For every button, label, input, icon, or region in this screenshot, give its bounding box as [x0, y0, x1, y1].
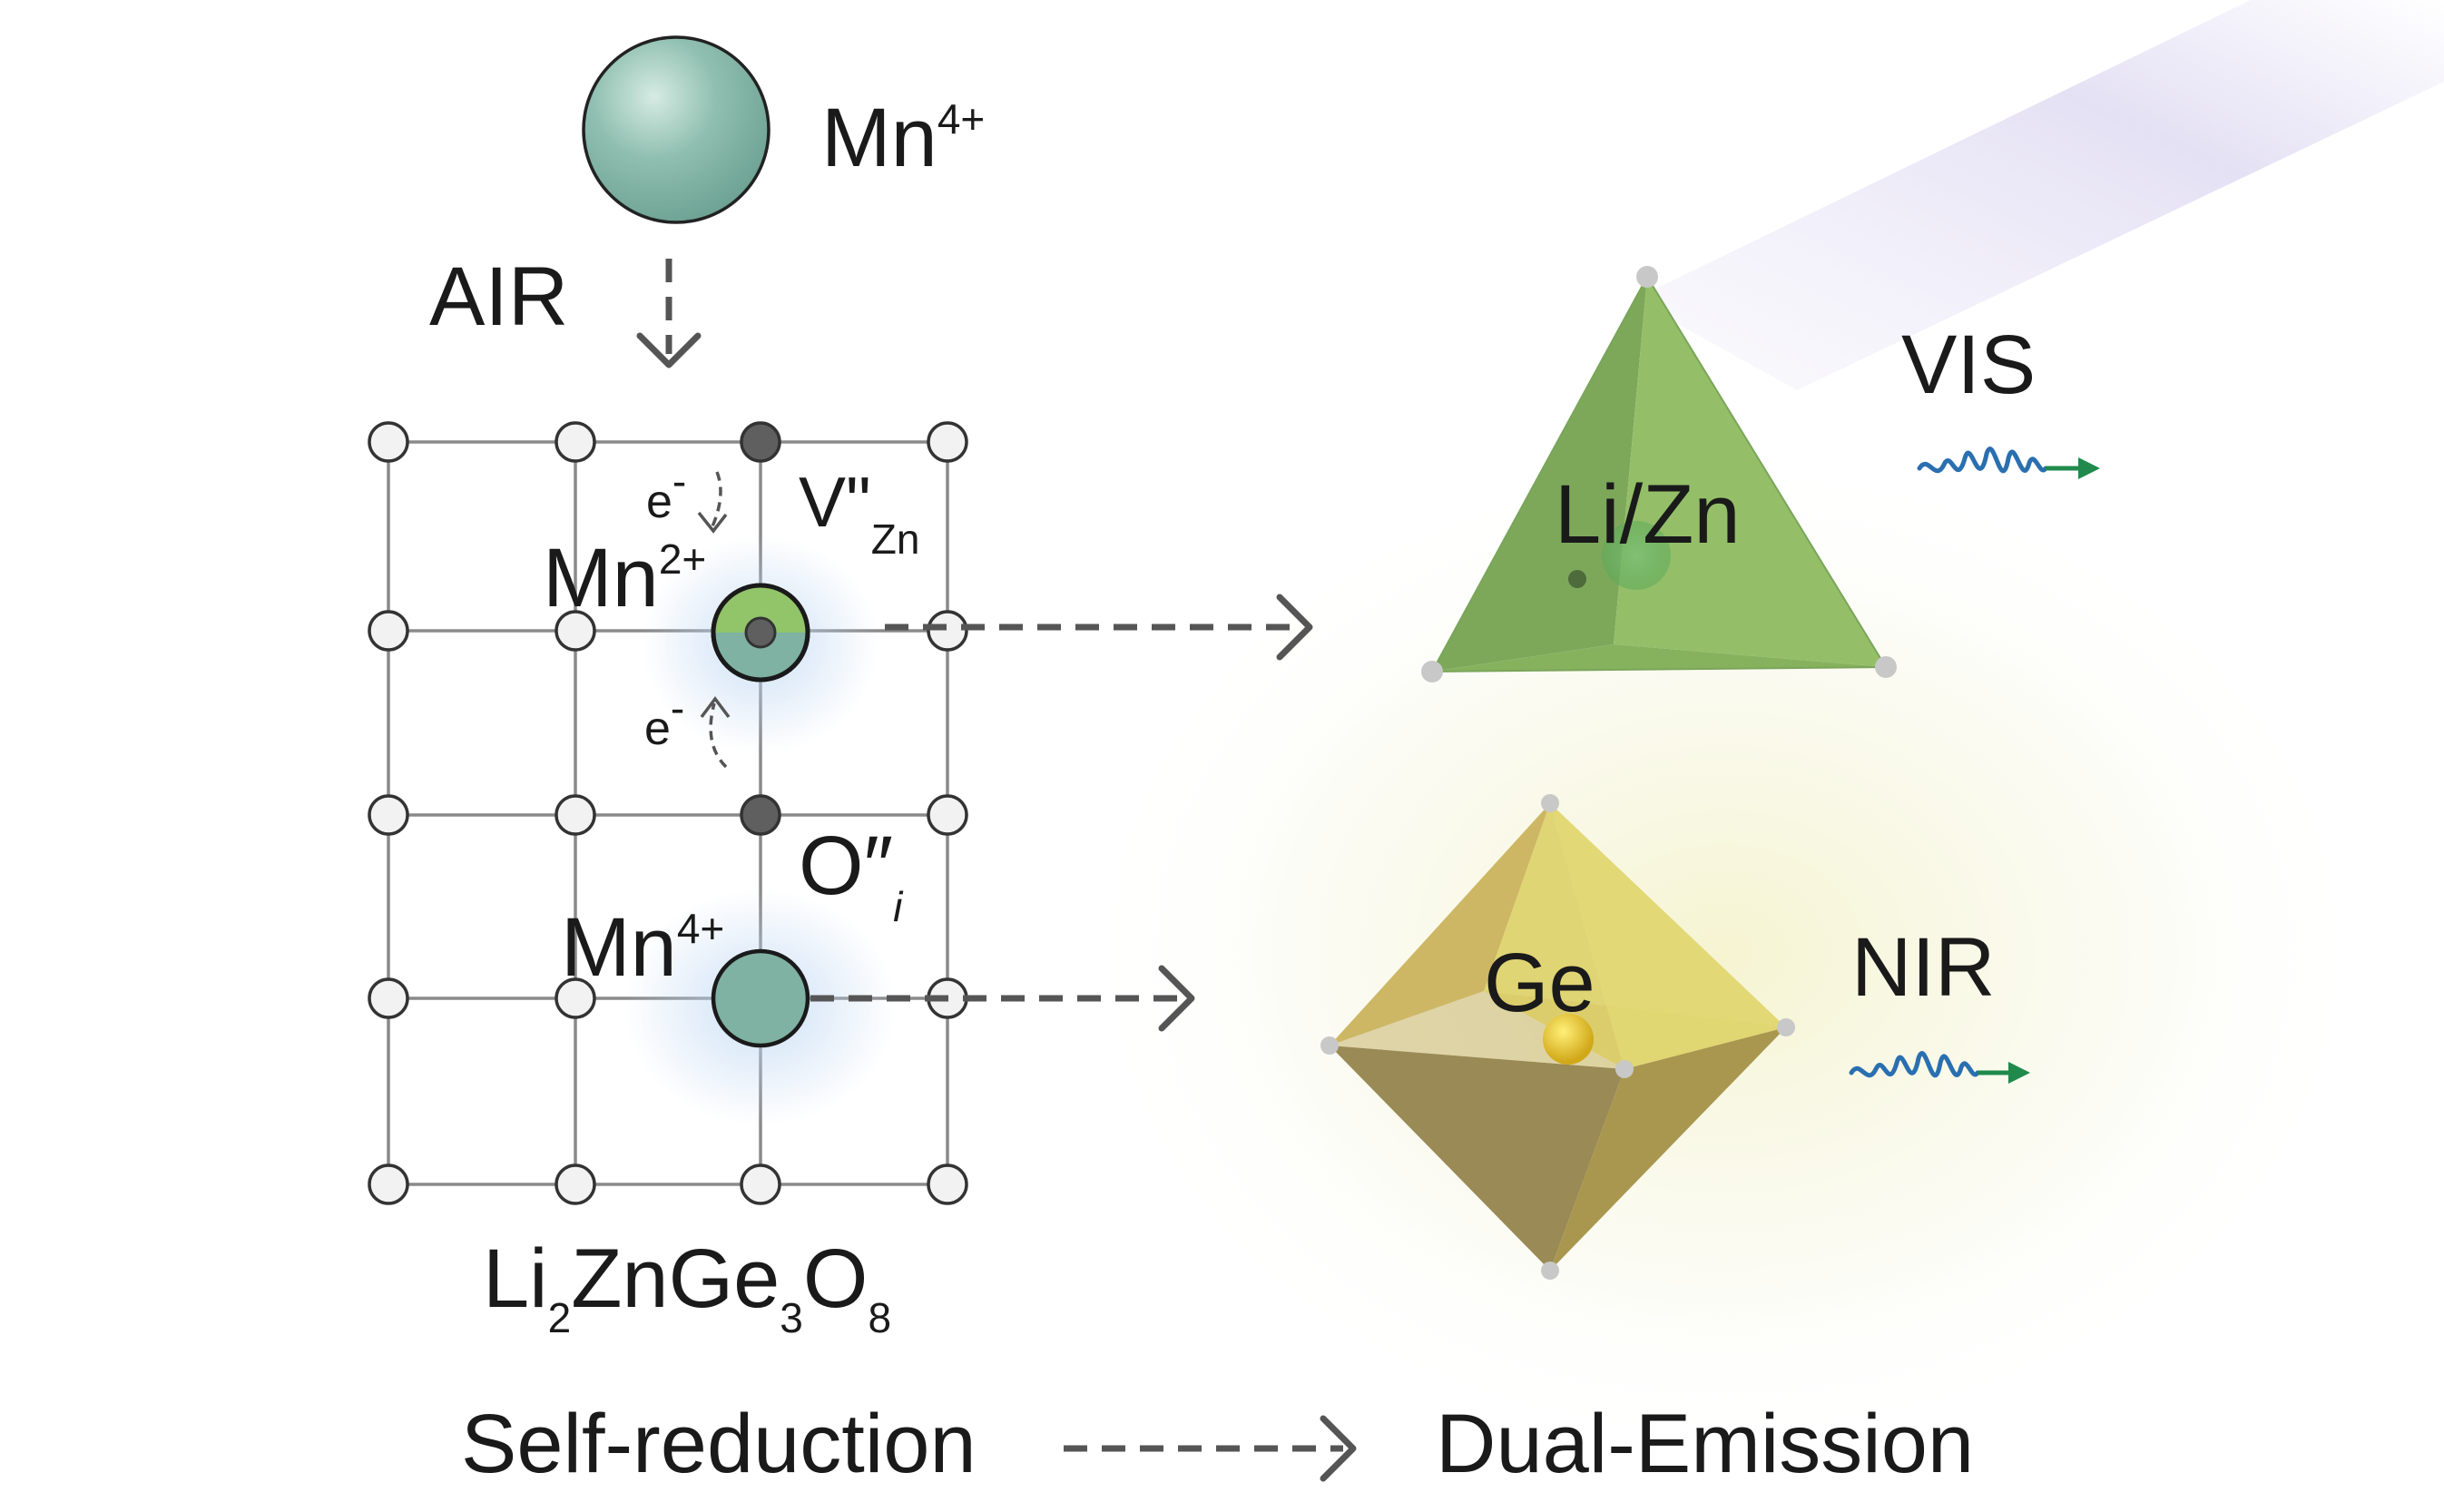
nir-label: NIR [1851, 921, 1995, 1014]
lattice-node [927, 610, 968, 652]
lattice-node [740, 1163, 781, 1205]
lattice-node [555, 610, 596, 652]
mn2-label: Mn2+ [543, 532, 706, 624]
octa-core [1543, 1014, 1594, 1065]
mn4-free-label: Mn4+ [821, 92, 985, 184]
lattice-node [555, 421, 596, 463]
vis-label: VIS [1901, 319, 2036, 411]
interstitial-label: O″i [799, 820, 904, 930]
host-formula: Li2ZnGe3O8 [483, 1232, 891, 1341]
self-reduction-label: Self-reduction [461, 1398, 977, 1490]
electron-label-top: e- [646, 457, 686, 528]
tetrahedron [1421, 266, 1897, 682]
lattice-node [927, 421, 968, 463]
lattice-node-dark [740, 421, 781, 463]
lattice-node [368, 1163, 409, 1205]
electron-arrow-top [711, 471, 722, 527]
electron-label-bottom: e- [644, 684, 684, 755]
emission-glow [1071, 445, 2378, 1461]
process-arrowhead [1320, 1415, 1357, 1482]
octahedron [1320, 794, 1795, 1280]
vis-wave-icon [1917, 447, 2100, 479]
mn4-dopant [711, 948, 810, 1048]
lattice-node [927, 794, 968, 836]
lattice-nodes [368, 421, 968, 1205]
lattice-node [368, 610, 409, 652]
lattice-node [555, 1163, 596, 1205]
octa-site-label: Ge [1484, 937, 1595, 1029]
nir-wave-icon [1849, 1051, 2030, 1084]
air-label: AIR [429, 250, 568, 343]
tetra-core [1602, 521, 1671, 590]
mn2-to-tetra-arrowhead [1276, 594, 1313, 661]
lattice-node-dark [740, 794, 781, 836]
electron-arrowhead-top [697, 511, 728, 534]
air-arrowhead [636, 332, 702, 368]
lattice-node [555, 794, 596, 836]
vacancy-label: V"Zn [799, 462, 919, 563]
excitation-beam [1634, 0, 2444, 390]
lattice-node [368, 421, 409, 463]
electron-arrowhead-bottom [700, 696, 731, 719]
lattice-node [927, 1163, 968, 1205]
tetra-site-label: Li/Zn [1555, 468, 1741, 561]
dual-emission-label: Dual-Emission [1436, 1398, 1974, 1490]
mn4-to-octa-arrowhead [1158, 965, 1195, 1032]
mn2-dopant [711, 583, 810, 682]
lattice-node [368, 794, 409, 836]
lattice-node [368, 977, 409, 1019]
mn4-free-ion [582, 35, 770, 224]
lattice-node [555, 977, 596, 1019]
mn4-grid-label: Mn4+ [561, 901, 724, 994]
electron-arrow-bottom [709, 702, 728, 769]
